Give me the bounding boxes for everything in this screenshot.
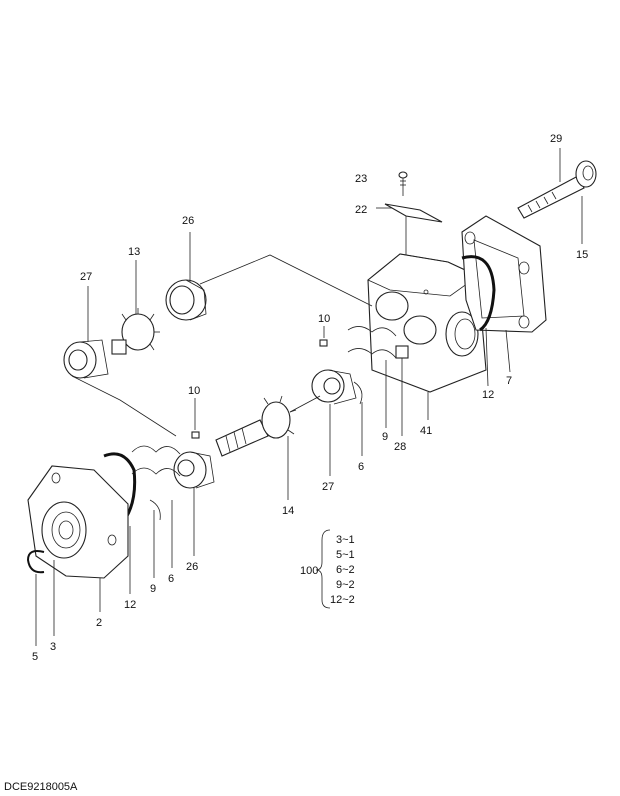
kit-item: 12~2 <box>330 594 355 606</box>
kit-list: 100 3~1 5~1 6~2 9~2 12~2 <box>300 529 355 609</box>
driven-gear-part <box>111 308 160 355</box>
label-27-lower: 27 <box>322 481 334 493</box>
bolt-part <box>517 160 597 219</box>
kit-item: 3~1 <box>336 534 355 546</box>
seal-6-lower <box>149 499 161 521</box>
drive-shaft-part <box>215 395 321 457</box>
alignment-line-left <box>71 375 177 437</box>
drawing-code: DCE9218005A <box>4 781 78 793</box>
kit-item: 6~2 <box>336 564 355 576</box>
label-26-upper: 26 <box>182 215 194 227</box>
pin-lower-part <box>191 431 200 439</box>
label-12-right: 12 <box>482 389 494 401</box>
leader-12a <box>485 327 489 387</box>
o-ring-right <box>461 255 496 332</box>
label-6-right: 6 <box>358 461 364 473</box>
label-29: 29 <box>550 133 562 145</box>
label-9-right: 9 <box>382 431 388 443</box>
label-23: 23 <box>355 173 367 185</box>
label-22: 22 <box>355 204 367 216</box>
label-5: 5 <box>32 651 38 663</box>
label-15: 15 <box>576 249 588 261</box>
label-10-right: 10 <box>318 313 330 325</box>
label-9-lower: 9 <box>150 583 156 595</box>
label-27-upper: 27 <box>80 271 92 283</box>
alignment-line-upper <box>199 254 373 307</box>
label-7: 7 <box>506 375 512 387</box>
label-14: 14 <box>282 505 294 517</box>
seal-6-right <box>353 381 363 405</box>
label-10-lower: 10 <box>188 385 200 397</box>
rear-cover-part <box>461 215 547 333</box>
label-2: 2 <box>96 617 102 629</box>
gasket-lower-part <box>131 445 181 477</box>
label-3: 3 <box>50 641 56 653</box>
kit-number: 100 <box>300 565 318 577</box>
gasket-right-part <box>347 326 397 359</box>
screw-part <box>398 171 408 196</box>
pin-right-part <box>319 339 328 347</box>
front-cover-part <box>27 465 129 579</box>
key-part <box>395 345 409 359</box>
kit-brace <box>315 529 331 609</box>
label-12-lower: 12 <box>124 599 136 611</box>
name-plate-part <box>384 203 443 223</box>
bushing-right-part <box>311 369 357 405</box>
bearing-left-part <box>63 339 109 379</box>
bearing-upper-part <box>165 279 207 321</box>
label-26-lower: 26 <box>186 561 198 573</box>
label-13: 13 <box>128 246 140 258</box>
leader-7 <box>505 329 511 373</box>
kit-item: 5~1 <box>336 549 355 561</box>
label-41: 41 <box>420 425 432 437</box>
snap-ring-part <box>26 550 45 574</box>
label-6-lower: 6 <box>168 573 174 585</box>
kit-item: 9~2 <box>336 579 355 591</box>
bushing-lower-part <box>173 451 215 489</box>
label-28: 28 <box>394 441 406 453</box>
